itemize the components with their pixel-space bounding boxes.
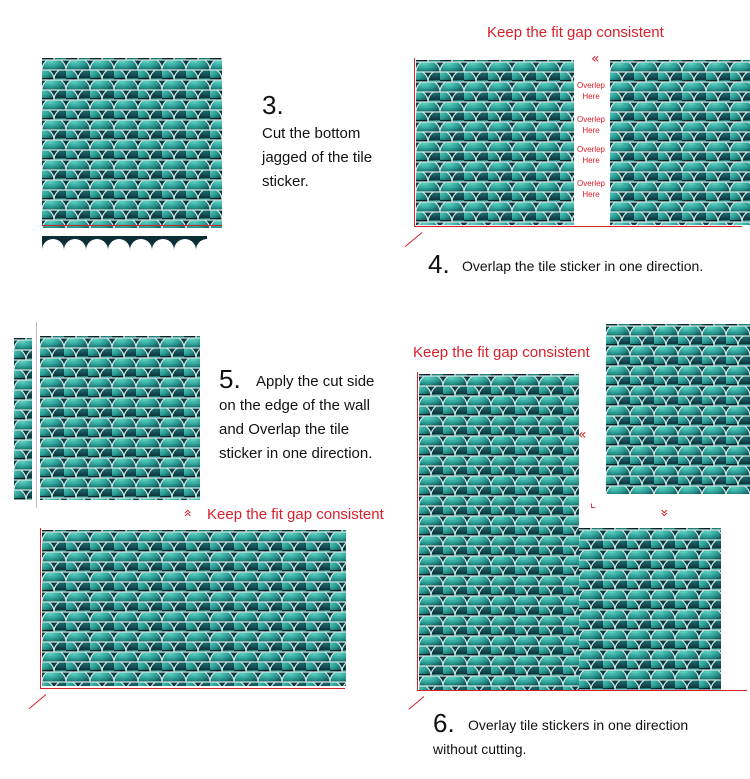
step-5-line-4: sticker in one direction. (219, 445, 373, 462)
tile-sticker-step5-bottom (42, 530, 346, 686)
wall-floor-line-6 (417, 690, 747, 691)
tile-sticker-step6-left (419, 374, 579, 690)
tile-sticker-step6-bottom (579, 528, 721, 690)
cut-edge-strip (14, 338, 32, 500)
wall-left-line-6 (417, 372, 418, 690)
step-4-text: Overlap the tile sticker in one directio… (462, 258, 704, 274)
wall-edge-line (36, 322, 37, 508)
keep-gap-label-step5: Keep the fit gap consistent (207, 506, 384, 523)
chevron-left-icon-6: « (578, 427, 587, 443)
tile-sticker-step3 (42, 58, 222, 228)
step-5-number: 5. (219, 364, 241, 394)
wall-floor-line-5 (40, 688, 345, 689)
step-6-line-1: Overlay tile stickers in one direction (468, 717, 689, 733)
corner-arrow-icon: ⌞ (590, 496, 597, 511)
tile-sticker-step5-top (40, 336, 200, 500)
wall-corner-line-5 (28, 694, 47, 710)
wall-left-line (414, 58, 415, 226)
step-3-line-1: Cut the bottom (262, 125, 361, 142)
step-3-line-3: sticker. (262, 173, 309, 190)
step-3-number: 3. (262, 90, 284, 120)
step-6-number: 6. (433, 708, 455, 738)
chevron-left-icon: « (591, 51, 600, 67)
tile-sticker-step6-topright (606, 324, 750, 494)
wall-floor-line (414, 226, 742, 227)
step-4-number: 4. (428, 249, 450, 279)
step-6-line-2: without cutting. (433, 741, 527, 757)
cut-strip (42, 236, 207, 250)
step-5-line-3: and Overlap the tile (219, 421, 350, 438)
cut-line (42, 225, 222, 226)
wall-corner-line-6 (408, 696, 425, 710)
tile-sticker-step4-left (416, 60, 574, 225)
step-5-line-2: on the edge of the wall (219, 397, 370, 414)
wall-corner-line (404, 232, 423, 248)
chevron-down-icon: « (179, 508, 196, 518)
wall-left-line-5 (40, 528, 41, 688)
step-5-line-1: Apply the cut side (256, 373, 375, 390)
chevron-down-icon-6: « (656, 508, 673, 518)
keep-gap-label-top: Keep the fit gap consistent (487, 24, 664, 41)
keep-gap-label-step6: Keep the fit gap consistent (413, 344, 590, 361)
step-3-line-2: jagged of the tile (262, 149, 373, 166)
tile-sticker-step4-right (610, 60, 750, 225)
